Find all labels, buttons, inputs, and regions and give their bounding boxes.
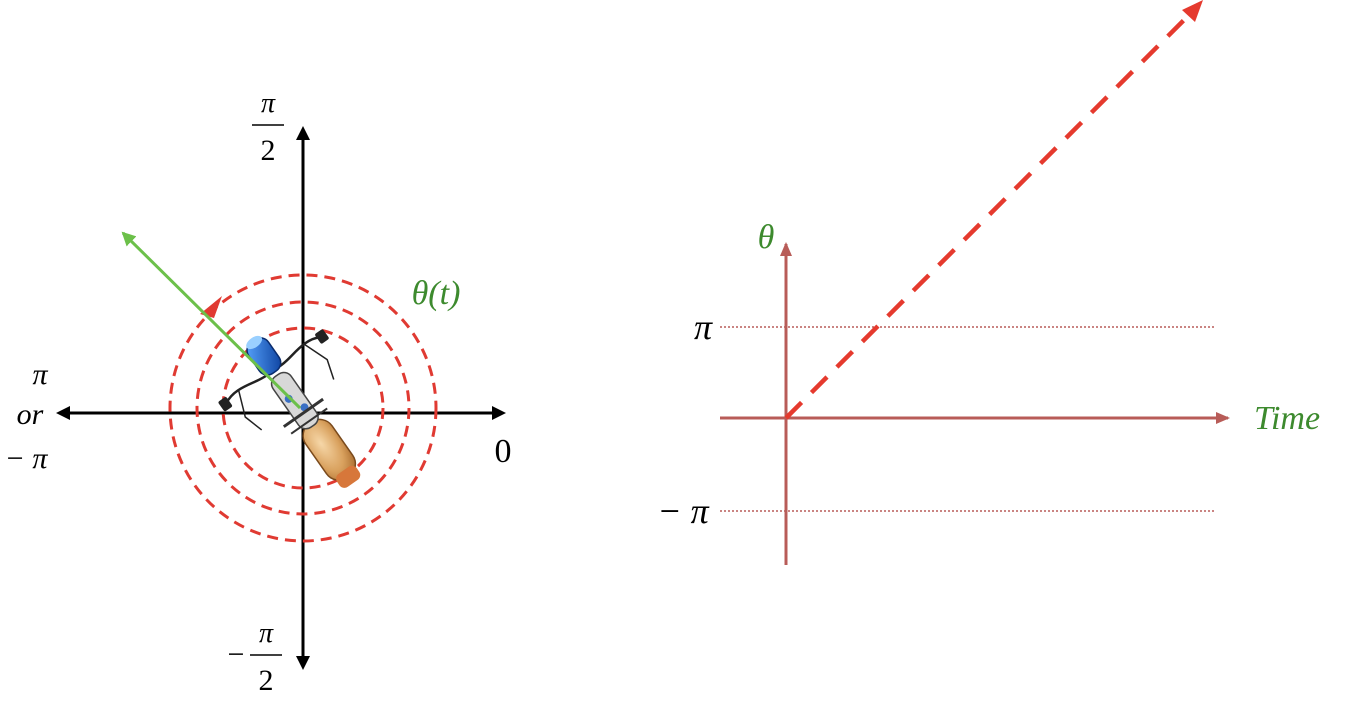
ring-inner xyxy=(221,326,385,490)
angle-rings xyxy=(168,273,438,543)
pi-tick-label: π xyxy=(694,307,713,347)
axis-arrowhead-down xyxy=(296,656,310,670)
axis-arrowhead-right xyxy=(492,406,506,420)
label-zero: 0 xyxy=(495,433,512,470)
label-bottom-numerator: π xyxy=(259,618,274,649)
rotation-arrowhead xyxy=(200,296,222,318)
theta-axis-label: θ xyxy=(758,219,775,256)
label-left-or: or xyxy=(17,398,44,431)
angle-label: θ(t) xyxy=(412,275,461,312)
neg-pi-tick-label: − π xyxy=(657,491,709,531)
time-axis-label: Time xyxy=(1254,400,1320,437)
theta-trend-arrowhead xyxy=(1182,0,1203,22)
label-left-pi: π xyxy=(32,358,48,391)
ring-outer xyxy=(168,273,438,543)
label-bottom-sign: − xyxy=(228,638,245,671)
label-left-neg-pi: − π xyxy=(5,442,49,475)
axis-arrowhead-left xyxy=(56,406,70,420)
theta-trend-line xyxy=(784,12,1192,420)
label-top-numerator: π xyxy=(261,88,276,119)
label-top-denominator: 2 xyxy=(261,134,276,167)
polar-diagram: π 2 − π 2 0 π or − π θ(t) xyxy=(5,88,512,697)
ring-middle xyxy=(195,300,411,516)
label-bottom-denominator: 2 xyxy=(259,664,274,697)
heading-arrow xyxy=(121,231,302,410)
time-plot: θ Time π − π xyxy=(657,0,1320,565)
axis-arrowhead-up xyxy=(296,126,310,140)
